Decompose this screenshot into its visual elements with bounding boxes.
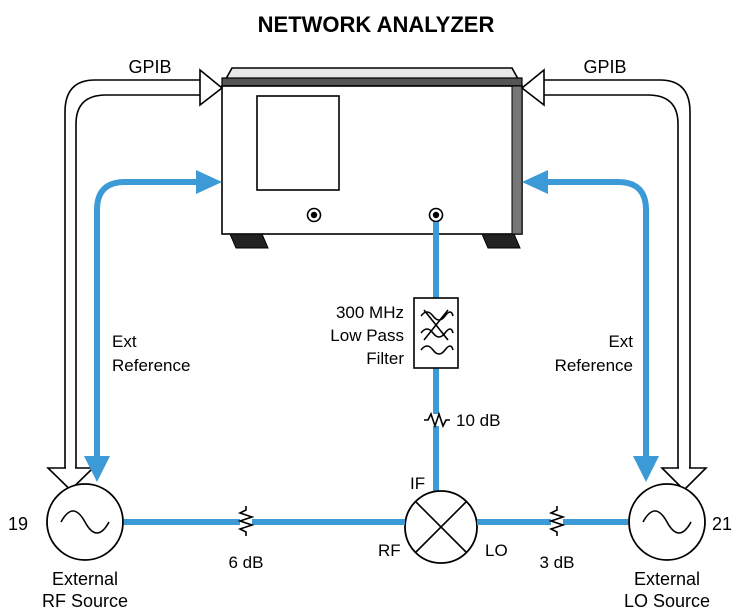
analyzer-side — [511, 85, 523, 235]
filter-label-line1: 300 MHz — [336, 303, 404, 322]
ext-reference-cable-right — [522, 170, 659, 482]
filter-label-line3: Filter — [366, 349, 404, 368]
attenuator-6db-label: 6 dB — [229, 553, 264, 572]
attenuator-10db — [424, 411, 450, 429]
lo-source-number: 21 — [712, 514, 732, 534]
lo-source-label-line2: LO Source — [624, 591, 710, 611]
ext-ref-left-line2: Reference — [112, 356, 190, 375]
lo-source — [628, 483, 706, 561]
connector-if-input — [428, 207, 444, 223]
attenuator-3db-label: 3 dB — [540, 553, 575, 572]
gpib-cable-left — [46, 68, 224, 492]
rf-source-number: 19 — [8, 514, 28, 534]
analyzer-foot-right — [481, 233, 521, 249]
gpib-label-right: GPIB — [583, 57, 626, 77]
sine-wave-icon — [642, 510, 692, 534]
network-analyzer — [220, 67, 524, 249]
ext-ref-right-line1: Ext — [608, 332, 633, 351]
gpib-cable-right — [520, 68, 708, 492]
mixer-port-lo: LO — [485, 541, 508, 560]
connector-left — [306, 207, 322, 223]
filter-label-line2: Low Pass — [330, 326, 404, 345]
attenuator-6db — [237, 506, 255, 536]
analyzer-foot-left — [229, 233, 269, 249]
attenuator-3db — [548, 506, 566, 536]
mixer-port-rf: RF — [378, 541, 401, 560]
mixer-port-if: IF — [410, 474, 425, 493]
rf-source — [46, 483, 124, 561]
rf-source-label-line2: RF Source — [42, 591, 128, 611]
gpib-label-left: GPIB — [128, 57, 171, 77]
analyzer-top-edge — [221, 77, 523, 87]
ext-reference-cable-left — [84, 170, 222, 482]
mixer — [404, 490, 478, 564]
ext-ref-right-line2: Reference — [555, 356, 633, 375]
lo-source-label-line1: External — [634, 569, 700, 589]
diagram-title: NETWORK ANALYZER — [258, 12, 495, 37]
attenuator-10db-label: 10 dB — [456, 411, 500, 430]
analyzer-screen — [256, 95, 340, 191]
sine-wave-icon — [60, 510, 110, 534]
ext-ref-left-line1: Ext — [112, 332, 137, 351]
low-pass-filter — [413, 297, 459, 369]
rf-source-label-line1: External — [52, 569, 118, 589]
